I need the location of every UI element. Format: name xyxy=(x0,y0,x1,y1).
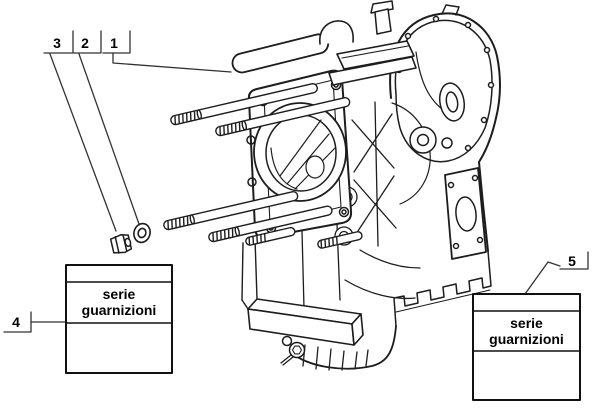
top-covers xyxy=(231,0,417,301)
callout-bracket-4 xyxy=(3,311,32,333)
gasket-box-right-line1: serie xyxy=(510,315,543,331)
callout-leaders xyxy=(3,30,589,333)
callout-5[interactable]: 5 xyxy=(568,253,576,269)
gasket-box-left-line2: guarnizioni xyxy=(81,302,157,318)
callout-bracket-1 xyxy=(102,30,131,54)
leader-line-5 xyxy=(524,261,561,295)
gasket-box-left-line1: serie xyxy=(102,286,136,302)
stud-part xyxy=(245,226,296,246)
gasket-box-right-line2: guarnizioni xyxy=(489,331,564,347)
mount-plate xyxy=(444,167,487,260)
gasket-box-left-frame xyxy=(65,264,173,374)
leader-line-3 xyxy=(49,53,117,232)
callout-4[interactable]: 4 xyxy=(12,314,20,330)
cylinder-studs xyxy=(163,83,363,249)
callout-bracket-3 xyxy=(43,30,74,54)
callout-2[interactable]: 2 xyxy=(81,35,89,51)
callout-3[interactable]: 3 xyxy=(53,35,61,51)
bell-housing xyxy=(389,4,501,252)
callout-1[interactable]: 1 xyxy=(110,35,118,51)
leader-line-2 xyxy=(78,53,140,225)
callout-bracket-5 xyxy=(559,251,589,270)
gasket-box-left[interactable]: serie guarnizioni xyxy=(66,286,172,318)
sump xyxy=(241,298,397,371)
nut-part xyxy=(109,234,133,254)
leader-line-1 xyxy=(112,52,232,73)
stud-part xyxy=(317,231,363,249)
stud-part xyxy=(208,205,333,243)
stud-part xyxy=(170,83,318,126)
callout-bracket-2 xyxy=(73,30,102,54)
gasket-box-right[interactable]: serie guarnizioni xyxy=(473,315,580,347)
washer-part xyxy=(133,222,151,244)
gasket-box-right-frame xyxy=(472,293,581,401)
stud-part xyxy=(215,96,351,137)
stud-part xyxy=(163,190,299,231)
